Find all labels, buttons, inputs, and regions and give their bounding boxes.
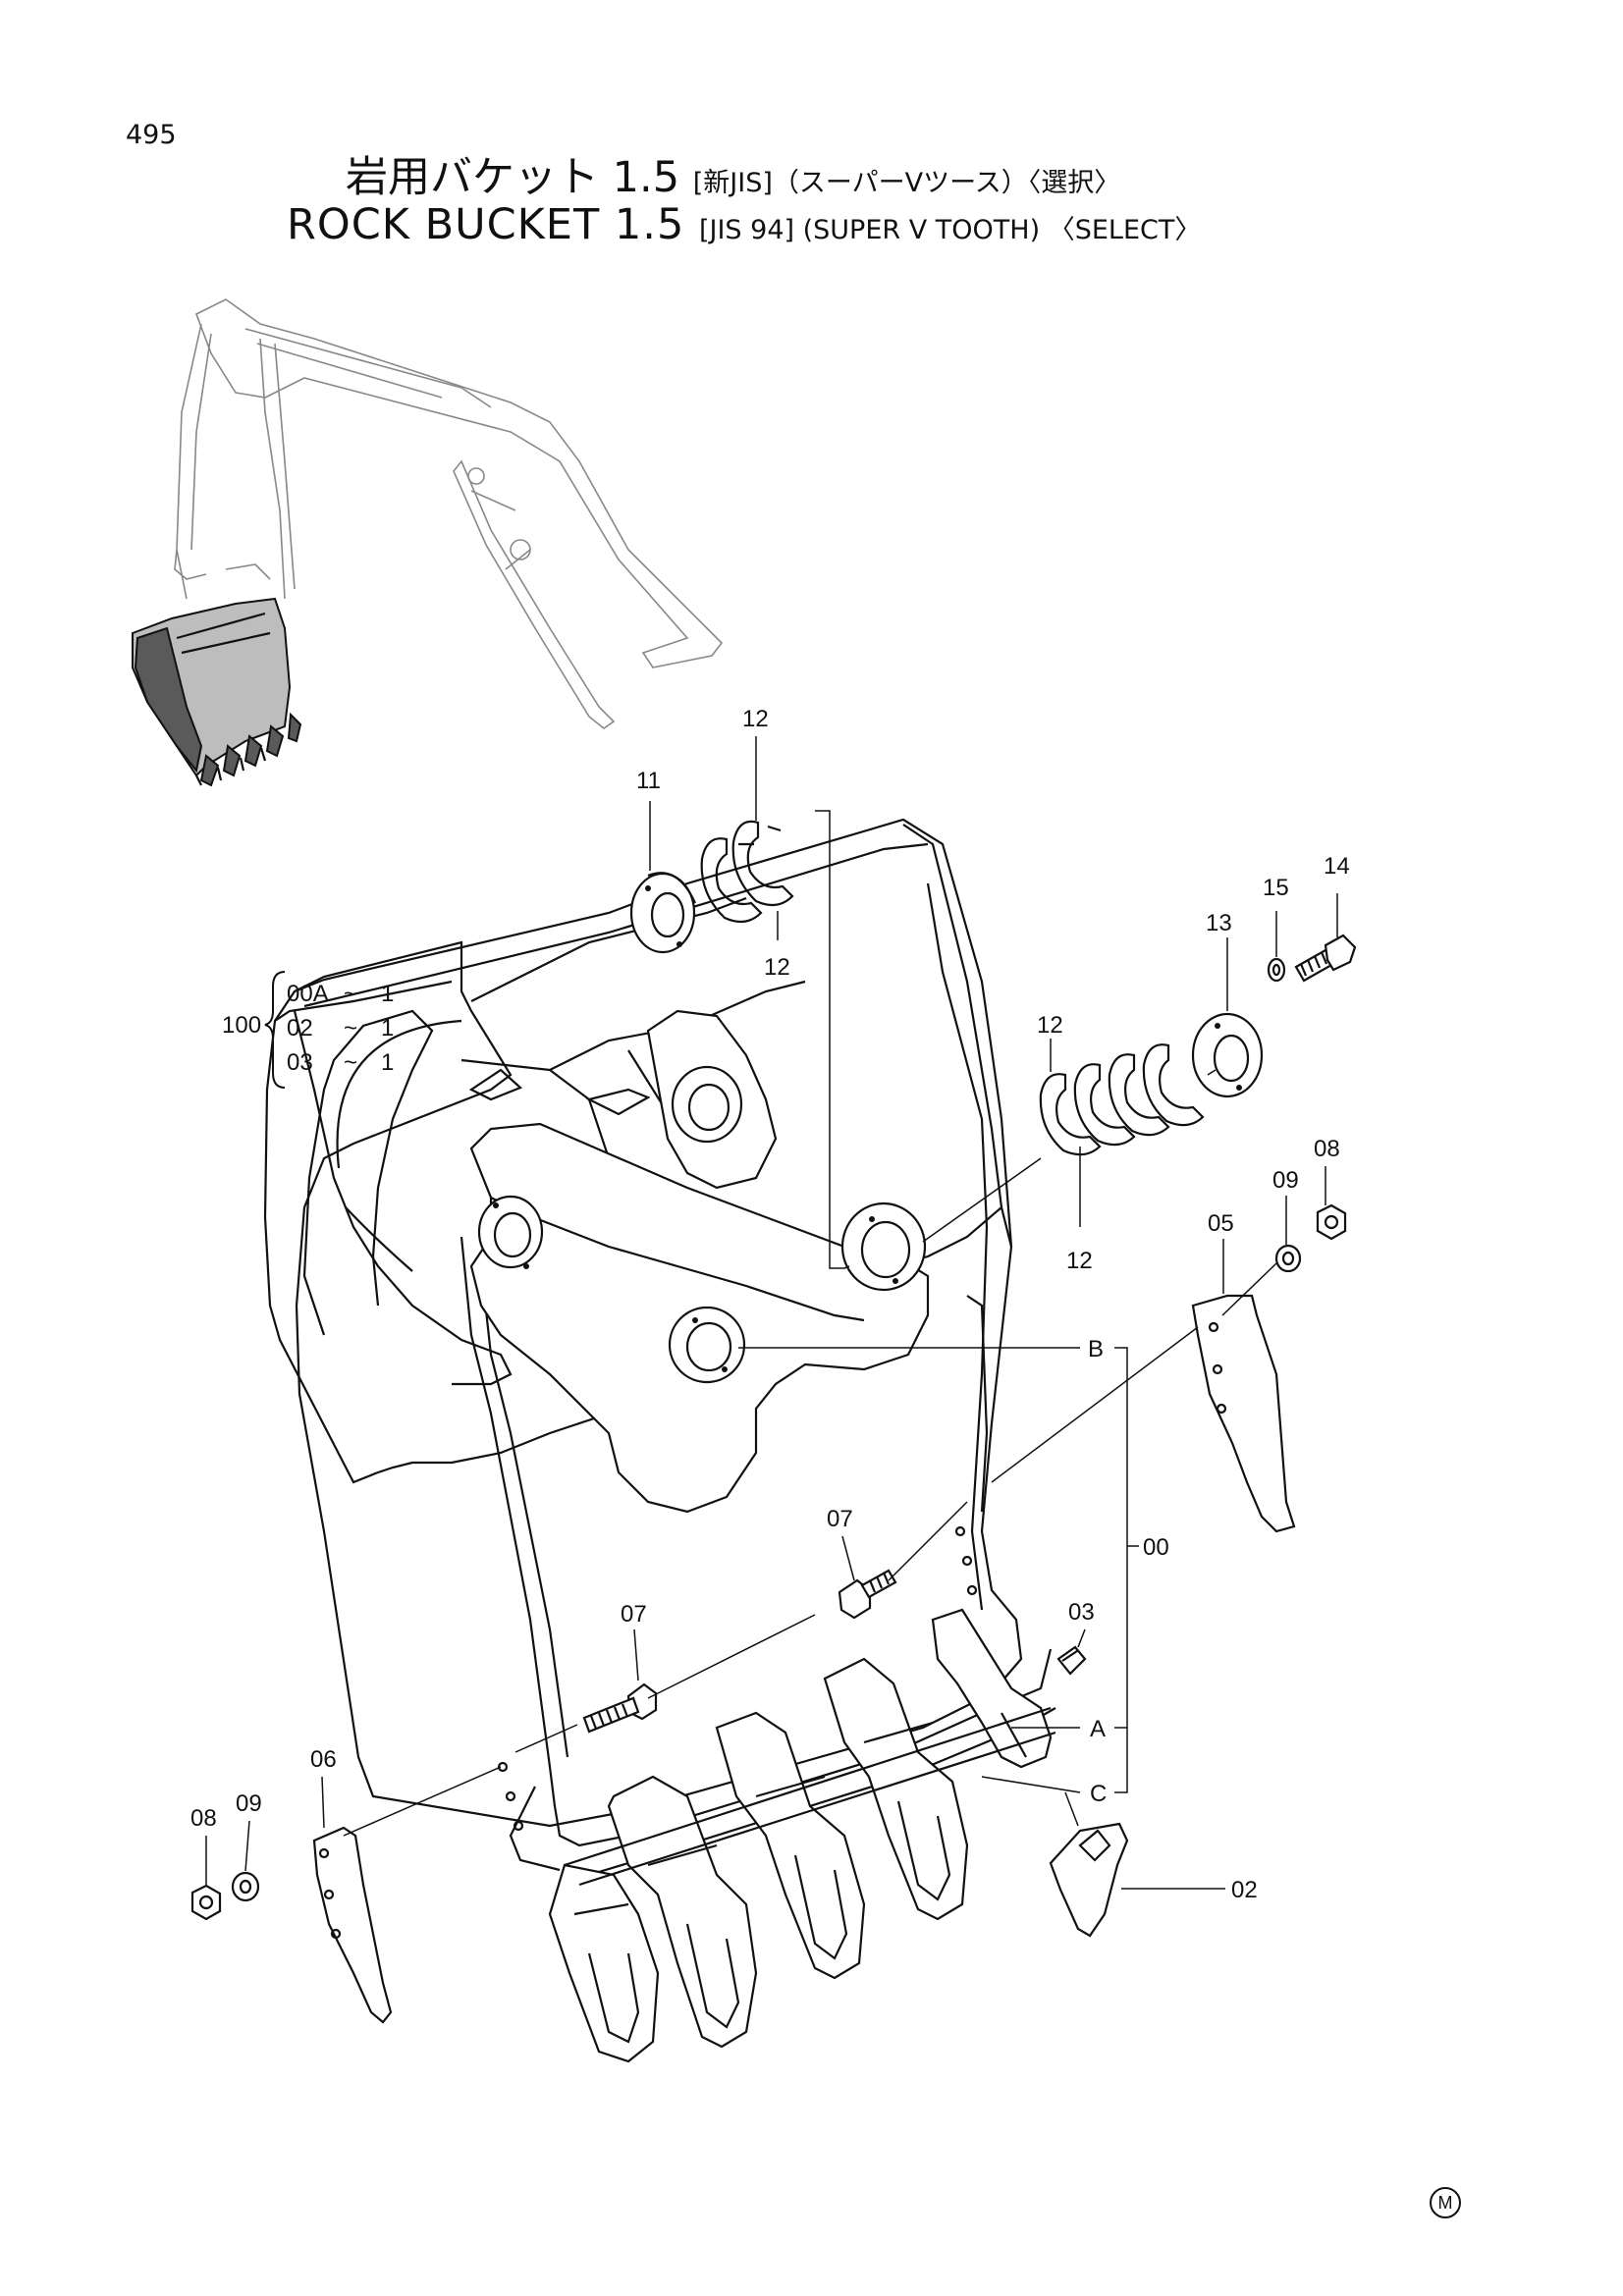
- callout-08-left: 08: [190, 1805, 217, 1832]
- side-cutter-06: [312, 1826, 393, 2024]
- page-number: 495: [126, 120, 177, 150]
- washer-09-right: [1274, 1244, 1302, 1273]
- callout-12-lower-bottom: 12: [1066, 1248, 1093, 1274]
- callout-A: A: [1090, 1716, 1106, 1742]
- assembly-quantity-table: 100 00A ~ 1 02 ~ 1 03 ~ 1: [222, 971, 394, 1089]
- assembly-row-1-separator: ~: [344, 981, 357, 1007]
- title-english-sub: [JIS 94] (SUPER V TOOTH) 〈SELECT〉: [698, 215, 1202, 245]
- side-cutter-05: [1191, 1294, 1296, 1533]
- rock-bucket-body: [263, 818, 1056, 1877]
- title-english-main: ROCK BUCKET 1.5: [287, 200, 685, 249]
- shim-rings-12-lower: [1039, 1043, 1205, 1156]
- bolt-07-upper: [838, 1569, 897, 1620]
- callout-07-lower: 07: [621, 1601, 647, 1628]
- callout-07-upper: 07: [827, 1506, 853, 1532]
- assembly-row-2-code: 02: [287, 1015, 313, 1041]
- callout-14: 14: [1324, 853, 1350, 880]
- assembly-row-3-qty: 1: [381, 1049, 394, 1076]
- shim-rings-12-upper: [700, 820, 794, 924]
- bolt-07-lower: [582, 1682, 658, 1734]
- assembly-row-1-code: 00A: [287, 981, 329, 1007]
- excavator-location-thumbnail: [132, 298, 724, 787]
- callout-06: 06: [310, 1746, 337, 1773]
- assembly-row-2-separator: ~: [344, 1015, 357, 1041]
- bolt-14: [1294, 934, 1357, 983]
- title-japanese-sub: [新JIS]（スーパーVツース）〈選択〉: [692, 168, 1121, 198]
- title-japanese-main: 岩用バケット 1.5: [346, 153, 680, 202]
- nut-08-left: [190, 1884, 222, 1921]
- callout-12-lower: 12: [1037, 1012, 1063, 1039]
- pin-collar-13: [1191, 1012, 1264, 1098]
- tooth-2: [607, 1775, 758, 2049]
- callout-08-right: 08: [1314, 1136, 1340, 1162]
- lock-pin-03: [1056, 1645, 1087, 1676]
- washer-15: [1267, 957, 1286, 983]
- title-english: ROCK BUCKET 1.5 [JIS 94] (SUPER V TOOTH)…: [287, 200, 1201, 249]
- assembly-row-3-code: 03: [287, 1049, 313, 1076]
- callout-C: C: [1090, 1781, 1107, 1807]
- callout-B: B: [1088, 1336, 1104, 1362]
- pin-collar-11: [629, 872, 697, 954]
- assembly-row-3-separator: ~: [344, 1049, 357, 1076]
- assembly-row-2-qty: 1: [381, 1015, 394, 1041]
- callout-11: 11: [636, 768, 661, 794]
- callout-05: 05: [1208, 1210, 1234, 1237]
- callout-12-upper-bottom: 12: [764, 954, 790, 981]
- tooth-3: [715, 1711, 866, 1980]
- replacement-tooth-02: [1049, 1822, 1129, 1938]
- leader-lines: [205, 736, 1338, 1890]
- manufacturer-mark-icon: M: [1430, 2187, 1461, 2218]
- washer-09-left: [231, 1871, 260, 1902]
- tooth-4: [823, 1657, 969, 1921]
- callout-labels: 12 11 12 15 14 13 12 08 09 05 12 B 07 00…: [190, 706, 1350, 1903]
- callout-03: 03: [1068, 1599, 1095, 1626]
- callout-00: 00: [1143, 1534, 1169, 1561]
- callout-09-left: 09: [236, 1790, 262, 1817]
- callout-09-right: 09: [1272, 1167, 1299, 1194]
- callout-02: 02: [1231, 1877, 1258, 1903]
- callout-15: 15: [1263, 875, 1289, 901]
- assembly-row-1-qty: 1: [381, 981, 394, 1007]
- title-japanese: 岩用バケット 1.5 [新JIS]（スーパーVツース）〈選択〉: [346, 143, 1120, 204]
- assembly-parent-number: 100: [222, 1012, 261, 1039]
- callout-12-upper: 12: [742, 706, 769, 732]
- tooth-1: [548, 1863, 660, 2063]
- callout-13: 13: [1206, 910, 1232, 936]
- nut-08-right: [1316, 1203, 1347, 1241]
